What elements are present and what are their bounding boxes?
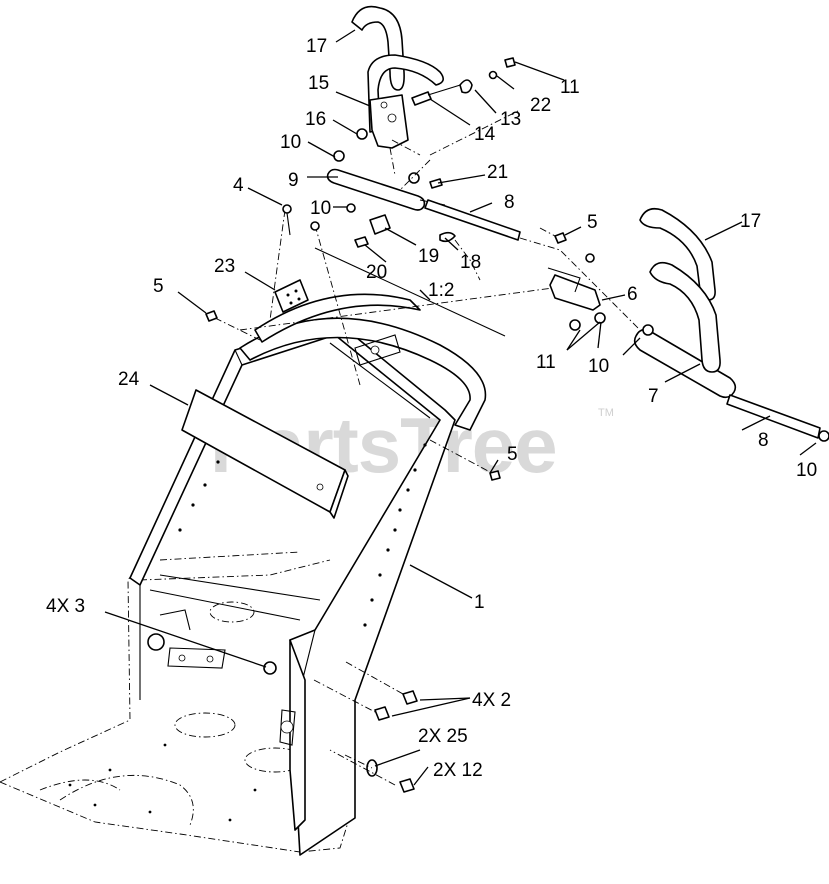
callout-18: 18: [460, 252, 481, 273]
callout-17a: 17: [306, 36, 327, 57]
callout-16: 16: [305, 109, 326, 130]
bracket-15: [367, 54, 444, 176]
callout-4: 4: [233, 175, 244, 196]
deck-plate: [0, 551, 356, 853]
bolt-12: [399, 778, 415, 793]
callout-9: 9: [288, 170, 299, 191]
callout-10a: 10: [280, 132, 301, 153]
callout-5a: 5: [153, 276, 164, 297]
callout-5c: 5: [587, 212, 598, 233]
callout-13: 13: [500, 109, 521, 130]
callout-5b: 5: [507, 444, 518, 465]
callouts: 1 4X 2 4X 3 4 5 5 5 6 7 8 8 9 10 10 10 1…: [46, 36, 817, 781]
bolt-5-left: [205, 310, 261, 341]
spring-18: [439, 231, 456, 243]
frame-weldment: [129, 319, 456, 856]
callout-4x3: 4X 3: [46, 596, 85, 617]
callout-11a: 11: [536, 352, 556, 373]
rod-8-upper: [424, 199, 521, 241]
bolt-5-right: [429, 439, 501, 481]
nut-3: [263, 661, 277, 675]
screw-21: [429, 178, 443, 189]
callout-scale: 1:2: [428, 280, 454, 301]
callout-8b: 8: [758, 430, 769, 451]
grip-17-right: [639, 207, 721, 373]
callout-24: 24: [118, 369, 140, 390]
shaft-9: [326, 150, 446, 211]
bracket-6: [547, 253, 606, 331]
nut-16: [356, 128, 368, 140]
callout-10b: 10: [310, 198, 331, 219]
callout-4x2: 4X 2: [472, 690, 511, 711]
callout-23: 23: [214, 256, 235, 277]
bolt-5-top: [539, 227, 567, 244]
callout-17b: 17: [740, 211, 761, 232]
washer-20: [354, 236, 369, 248]
callout-10c: 10: [588, 356, 609, 377]
washer-22: [488, 70, 498, 80]
bolts-2: [374, 690, 418, 721]
rod-8-lower: [726, 394, 821, 439]
callout-2x25: 2X 25: [418, 726, 468, 747]
callout-20: 20: [366, 262, 387, 283]
callout-11b: 11: [560, 77, 580, 98]
callout-8a: 8: [504, 192, 515, 213]
clip-13: [459, 79, 473, 94]
callout-22: 22: [530, 95, 551, 116]
decal-23: [274, 279, 401, 366]
callout-7: 7: [648, 386, 659, 407]
nut-10-lower: [818, 430, 829, 442]
bolt-11-top: [504, 57, 516, 68]
callout-15: 15: [308, 73, 329, 94]
callout-1: 1: [474, 592, 485, 613]
callout-10d: 10: [796, 460, 817, 481]
callout-14: 14: [474, 124, 496, 145]
switch-19: [346, 203, 391, 235]
bolts-4: [282, 204, 320, 236]
callout-21: 21: [487, 162, 508, 183]
grip-7: [633, 324, 737, 399]
callout-6: 6: [627, 284, 638, 305]
watermark-tm: TM: [598, 407, 614, 419]
panel-24: [181, 389, 349, 519]
callout-2x12: 2X 12: [433, 760, 483, 781]
leaders: [104, 29, 817, 786]
callout-19: 19: [418, 246, 439, 267]
